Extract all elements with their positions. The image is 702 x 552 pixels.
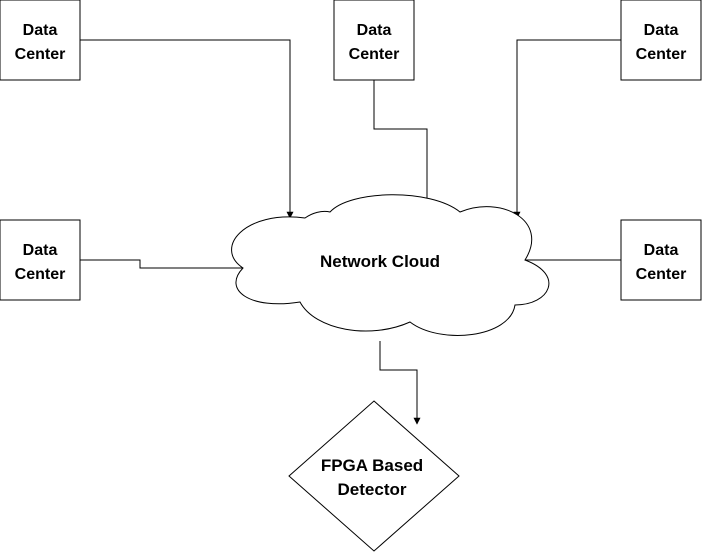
node-dc-top-right[interactable]: Data Center bbox=[620, 0, 702, 81]
detector-label-line2: Detector bbox=[338, 480, 407, 499]
node-label-line1: Data bbox=[644, 22, 679, 39]
node-label-line2: Center bbox=[349, 46, 400, 63]
node-dc-top-mid[interactable]: Data Center bbox=[333, 0, 415, 81]
node-label-line2: Center bbox=[15, 266, 66, 283]
detector-diamond bbox=[288, 400, 460, 552]
node-network-cloud[interactable]: Network Cloud bbox=[231, 194, 550, 336]
cloud-shape bbox=[231, 194, 550, 336]
node-dc-top-left[interactable]: Data Center bbox=[0, 0, 81, 81]
node-label-line1: Data bbox=[357, 22, 392, 39]
node-label-line1: Data bbox=[644, 242, 679, 259]
node-label-line2: Center bbox=[15, 46, 66, 63]
node-dc-mid-right[interactable]: Data Center bbox=[620, 219, 702, 301]
node-label-line1: Data bbox=[23, 22, 58, 39]
edges bbox=[80, 39, 621, 425]
edge-dc-top-left-to-cloud bbox=[80, 39, 294, 219]
node-label-line2: Center bbox=[636, 266, 687, 283]
node-fpga-detector[interactable]: FPGA Based Detector bbox=[288, 400, 460, 552]
node-dc-mid-left[interactable]: Data Center bbox=[0, 219, 81, 301]
node-label-line2: Center bbox=[636, 46, 687, 63]
node-label-line1: Data bbox=[23, 242, 58, 259]
edge-dc-top-mid-to-cloud bbox=[373, 80, 431, 212]
edge-cloud-to-detector bbox=[379, 341, 421, 425]
edge-dc-top-right-to-cloud bbox=[513, 39, 621, 219]
edge-dc-mid-left-to-cloud bbox=[80, 259, 259, 272]
detector-label-line1: FPGA Based bbox=[321, 456, 423, 475]
cloud-label: Network Cloud bbox=[320, 252, 440, 271]
